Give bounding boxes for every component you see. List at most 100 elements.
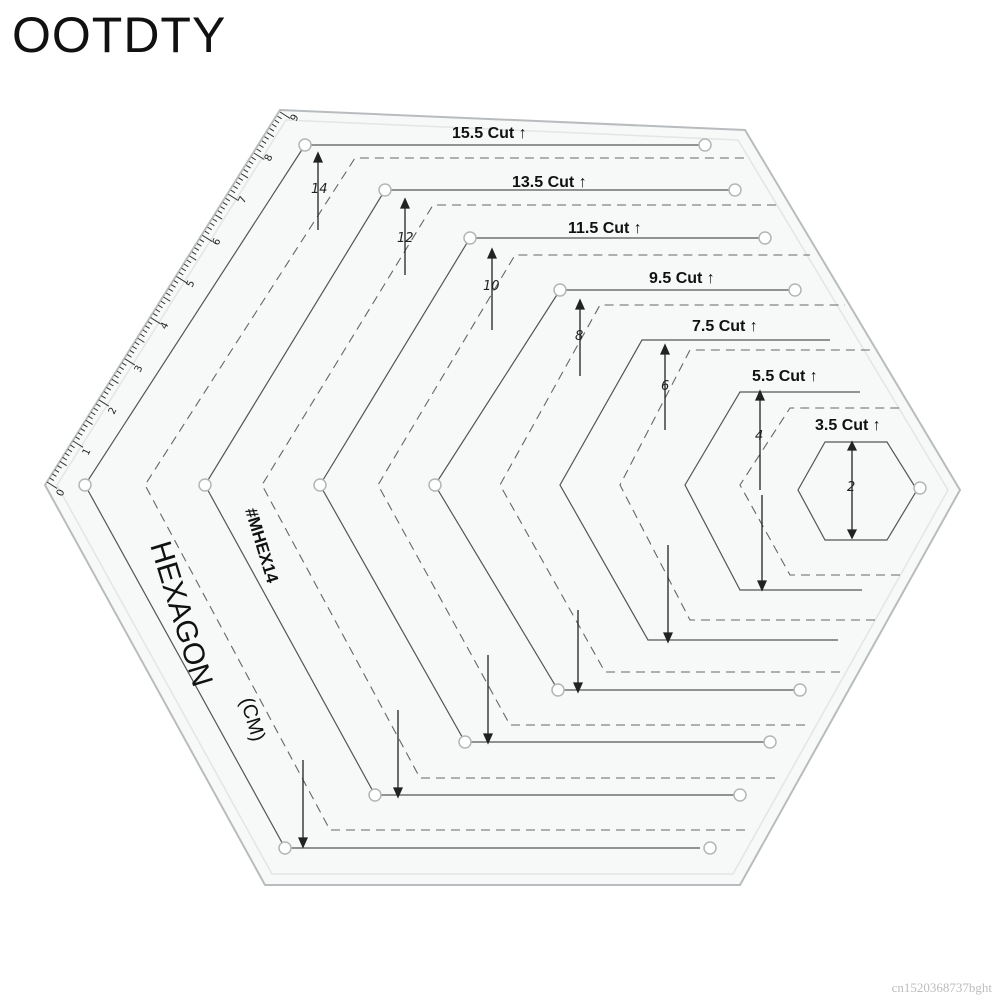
ruler-tick (233, 185, 238, 190)
ruler-tick (54, 469, 60, 473)
ruler-tick (269, 128, 275, 132)
seam-line-4 (739, 407, 900, 576)
ruler-tick (207, 226, 213, 231)
ruler-tick (178, 271, 184, 276)
brand-logo: OOTDTY (12, 7, 227, 63)
ruler-tick (243, 169, 249, 173)
ruler-tick (145, 325, 150, 329)
guide-hole (378, 183, 392, 197)
ruler-tick (124, 358, 136, 366)
ruler-tick (256, 148, 262, 153)
ruler-tick (274, 119, 280, 124)
ruler-tick (108, 382, 114, 387)
seam-line-10 (377, 254, 810, 726)
seam-line-12 (261, 204, 780, 779)
hexagon-ruler-body (43, 108, 962, 886)
seam-label-14: 14 (311, 182, 328, 197)
ruler-number-8: 8 (263, 153, 276, 164)
ruler-tick (217, 210, 223, 214)
hexagon-ruler-inner-edge (56, 119, 949, 875)
seam-line-14 (144, 157, 750, 831)
ruler-tick (126, 354, 132, 358)
ruler-tick (155, 308, 161, 313)
seam-label-12: 12 (397, 231, 414, 246)
ruler-tick (225, 197, 231, 202)
ruler-number-5: 5 (185, 279, 198, 290)
ruler-tick (59, 461, 67, 467)
ruler-tick (227, 193, 239, 202)
ruler-tick (194, 247, 200, 251)
ruler-tick (246, 165, 251, 169)
guide-hole (763, 735, 777, 749)
ruler-tick (222, 202, 228, 206)
ruler-tick (80, 428, 86, 432)
guide-hole (458, 735, 472, 749)
ruler-tick (64, 452, 70, 457)
ruler-ticks (46, 111, 291, 489)
ruler-tick (139, 333, 145, 338)
ruler-tick (51, 473, 57, 477)
ruler-tick (77, 432, 83, 436)
ruler-tick (147, 321, 153, 325)
guide-hole (788, 283, 802, 297)
ruler-tick (266, 132, 275, 138)
ruler-tick (137, 337, 145, 343)
ruler-tick (67, 448, 73, 453)
ruler-tick (248, 160, 254, 165)
ruler-tick (204, 230, 210, 235)
ruler-tick (202, 234, 213, 243)
ruler-number-7: 7 (237, 195, 250, 206)
measure-arrows (297, 151, 858, 849)
ruler-tick (191, 251, 197, 255)
guide-hole (198, 478, 212, 492)
ruler-tick (93, 407, 99, 412)
seam-label-2: 2 (847, 480, 855, 495)
cut-label-3-5: 3.5 Cut ↑ (815, 417, 881, 434)
ruler-tick (62, 456, 68, 461)
guide-hole (78, 478, 92, 492)
ruler-tick (158, 304, 163, 309)
ruler-tick (152, 313, 158, 317)
guide-hole (278, 841, 292, 855)
ruler-tick (189, 255, 197, 261)
cut-label-15-5: 15.5 Cut ↑ (452, 125, 527, 142)
ruler-tick (160, 300, 166, 305)
ruler-number-1: 1 (81, 447, 94, 458)
guide-hole (728, 183, 742, 197)
guide-hole (298, 138, 312, 152)
guide-hole (428, 478, 442, 492)
seam-label-10: 10 (483, 279, 500, 294)
ruler-tick (196, 243, 202, 247)
guide-hole (793, 683, 807, 697)
ruler-tick (132, 345, 137, 350)
ruler-tick (199, 239, 205, 243)
ruler-tick (88, 415, 93, 420)
ruler-tick (82, 424, 88, 428)
cut-label-9-5: 9.5 Cut ↑ (649, 270, 715, 287)
ruler-tick (95, 403, 101, 407)
ruler-tick (251, 156, 257, 161)
ruler-number-2: 2 (107, 406, 120, 417)
watermark: cn1520368737bght (891, 980, 992, 995)
cut-line-3-5 (797, 441, 918, 541)
cut-label-11-5: 11.5 Cut ↑ (568, 220, 642, 237)
ruler-tick (235, 181, 241, 185)
ruler-tick (106, 387, 112, 391)
ruler-tick (165, 292, 171, 296)
ruler-tick (163, 296, 171, 302)
ruler-tick (114, 374, 119, 379)
ruler-tick (75, 436, 80, 440)
guide-hole (733, 788, 747, 802)
ruler-number-3: 3 (133, 364, 146, 375)
ruler-tick (279, 111, 291, 119)
ruler-tick (121, 362, 127, 366)
ruler-tick (264, 136, 269, 140)
guide-hole (551, 683, 565, 697)
ruler-number-4: 4 (159, 321, 172, 332)
ruler-tick (176, 276, 187, 284)
ruler-tick (183, 263, 189, 268)
guide-hole (703, 841, 717, 855)
ruler-tick (230, 189, 236, 194)
ruler-tick (90, 411, 96, 416)
